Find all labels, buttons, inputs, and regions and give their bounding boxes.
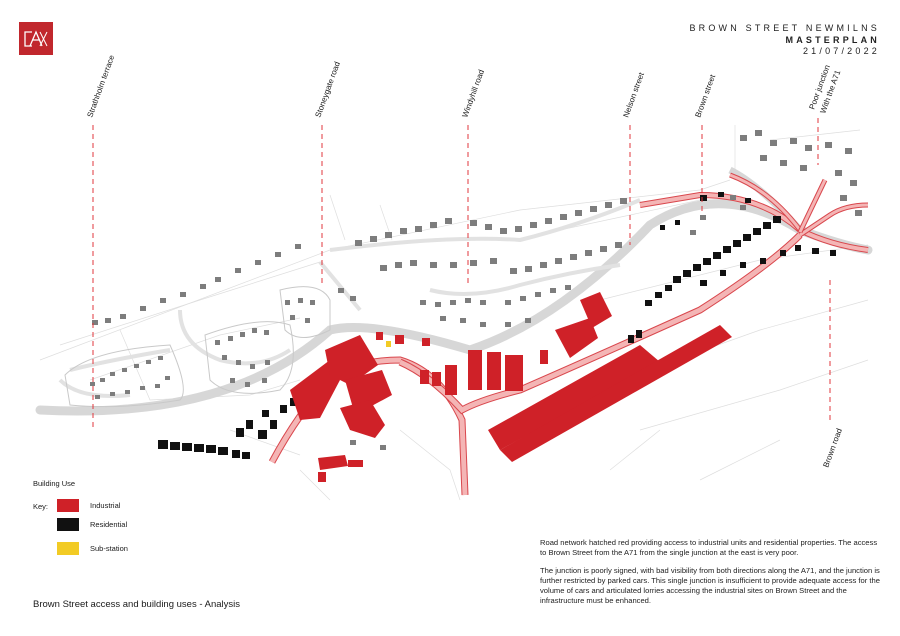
street-label-brown-road: Brown road — [821, 427, 843, 469]
other-buildings — [90, 130, 862, 450]
street-label-stoneygate: Stoneygate road — [313, 60, 342, 118]
document-title: MASTERPLAN — [785, 35, 880, 45]
legend-label-residential: Residential — [90, 520, 128, 529]
street-label-brown-street: Brown street — [693, 73, 717, 119]
legend-label-substation: Sub-station — [90, 544, 128, 553]
document-date: 21/07/2022 — [802, 46, 880, 56]
cba-logo-icon — [24, 29, 48, 47]
note-paragraph: The junction is poorly signed, with bad … — [540, 566, 880, 605]
legend-swatch-industrial — [57, 499, 79, 512]
legend-title: Building Use — [33, 479, 76, 488]
secondary-roads — [58, 198, 641, 398]
street-label-windyhill: Windyhill road — [460, 68, 486, 118]
estate-outlines — [64, 286, 331, 408]
street-label-strathholm: Strathholm terrace — [85, 53, 116, 118]
legend-key-label: Key: — [33, 502, 49, 511]
legend-item-residential: Residential — [57, 518, 207, 532]
project-name: BROWN STREET NEWMILNS — [689, 23, 880, 33]
figure-caption: Brown Street access and building uses - … — [33, 599, 240, 610]
street-label-nelson: Nelson street — [621, 71, 646, 119]
legend-swatch-residential — [57, 518, 79, 531]
legend-label-industrial: Industrial — [90, 501, 121, 510]
company-logo — [19, 22, 53, 55]
note-paragraph: Road network hatched red providing acces… — [540, 538, 878, 557]
industrial-buildings — [290, 292, 732, 482]
street-markers — [92, 118, 831, 430]
legend-item-substation: Sub-station — [57, 542, 207, 556]
analysis-notes: Road network hatched red providing acces… — [540, 538, 885, 614]
legend-swatch-substation — [57, 542, 79, 555]
residential-buildings — [158, 192, 836, 459]
legend-item-industrial: Industrial — [57, 499, 207, 513]
substation-building — [386, 341, 391, 347]
